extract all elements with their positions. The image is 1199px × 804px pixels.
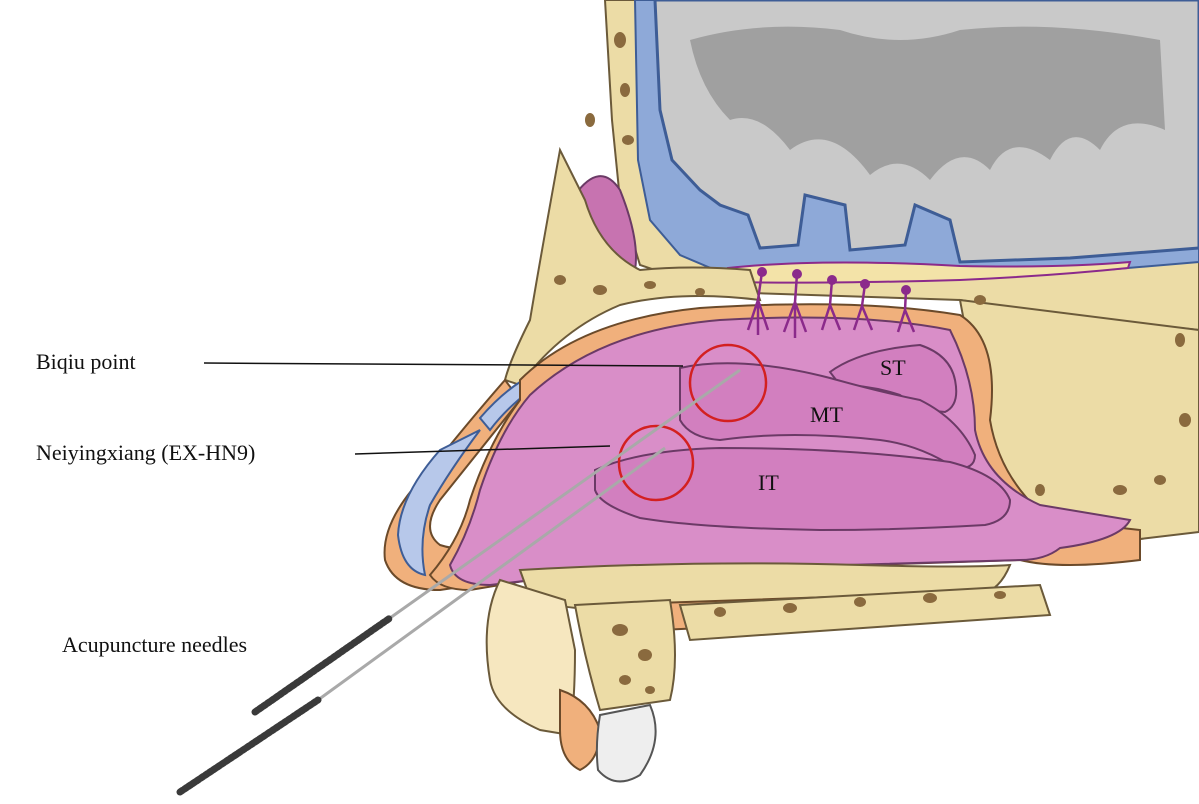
bone-pores bbox=[554, 32, 1191, 694]
maxilla bbox=[573, 598, 676, 712]
acupuncture-needles bbox=[176, 368, 741, 796]
biqiu-leader-line bbox=[203, 362, 684, 367]
biqiu-target-circle bbox=[688, 343, 768, 423]
needles-label: Acupuncture needles bbox=[62, 632, 247, 657]
brain-gyri bbox=[690, 26, 1165, 180]
biqiu-label: Biqiu point bbox=[36, 349, 136, 374]
needle-shaft-lower bbox=[317, 446, 666, 702]
neiyingxiang-target-circle bbox=[617, 424, 695, 502]
needle-handle-upper bbox=[251, 614, 394, 716]
incisor-tooth bbox=[595, 703, 657, 783]
inferior-turbinate-label: IT bbox=[758, 470, 779, 495]
olfactory-nerves bbox=[746, 271, 916, 338]
upper-lip bbox=[485, 578, 577, 737]
turbinates bbox=[594, 343, 1012, 532]
middle-turbinate-label: MT bbox=[810, 402, 844, 427]
olfactory-cells bbox=[757, 267, 911, 295]
lip-skin bbox=[559, 688, 602, 772]
superior-turbinate bbox=[828, 343, 958, 414]
neiyingxiang-leader-line bbox=[354, 445, 611, 455]
neiyingxiang-label: Neiyingxiang (EX-HN9) bbox=[36, 440, 255, 465]
nasal-bone bbox=[503, 146, 762, 387]
inferior-turbinate bbox=[594, 446, 1012, 532]
middle-turbinate bbox=[679, 362, 977, 470]
alar-cartilage bbox=[396, 429, 481, 577]
superior-turbinate-label: ST bbox=[880, 355, 906, 380]
needle-handle-lower bbox=[176, 696, 322, 796]
cranial-region bbox=[603, 0, 1199, 332]
needle-shaft-upper bbox=[389, 368, 741, 620]
palate-bone-strip bbox=[678, 583, 1052, 642]
